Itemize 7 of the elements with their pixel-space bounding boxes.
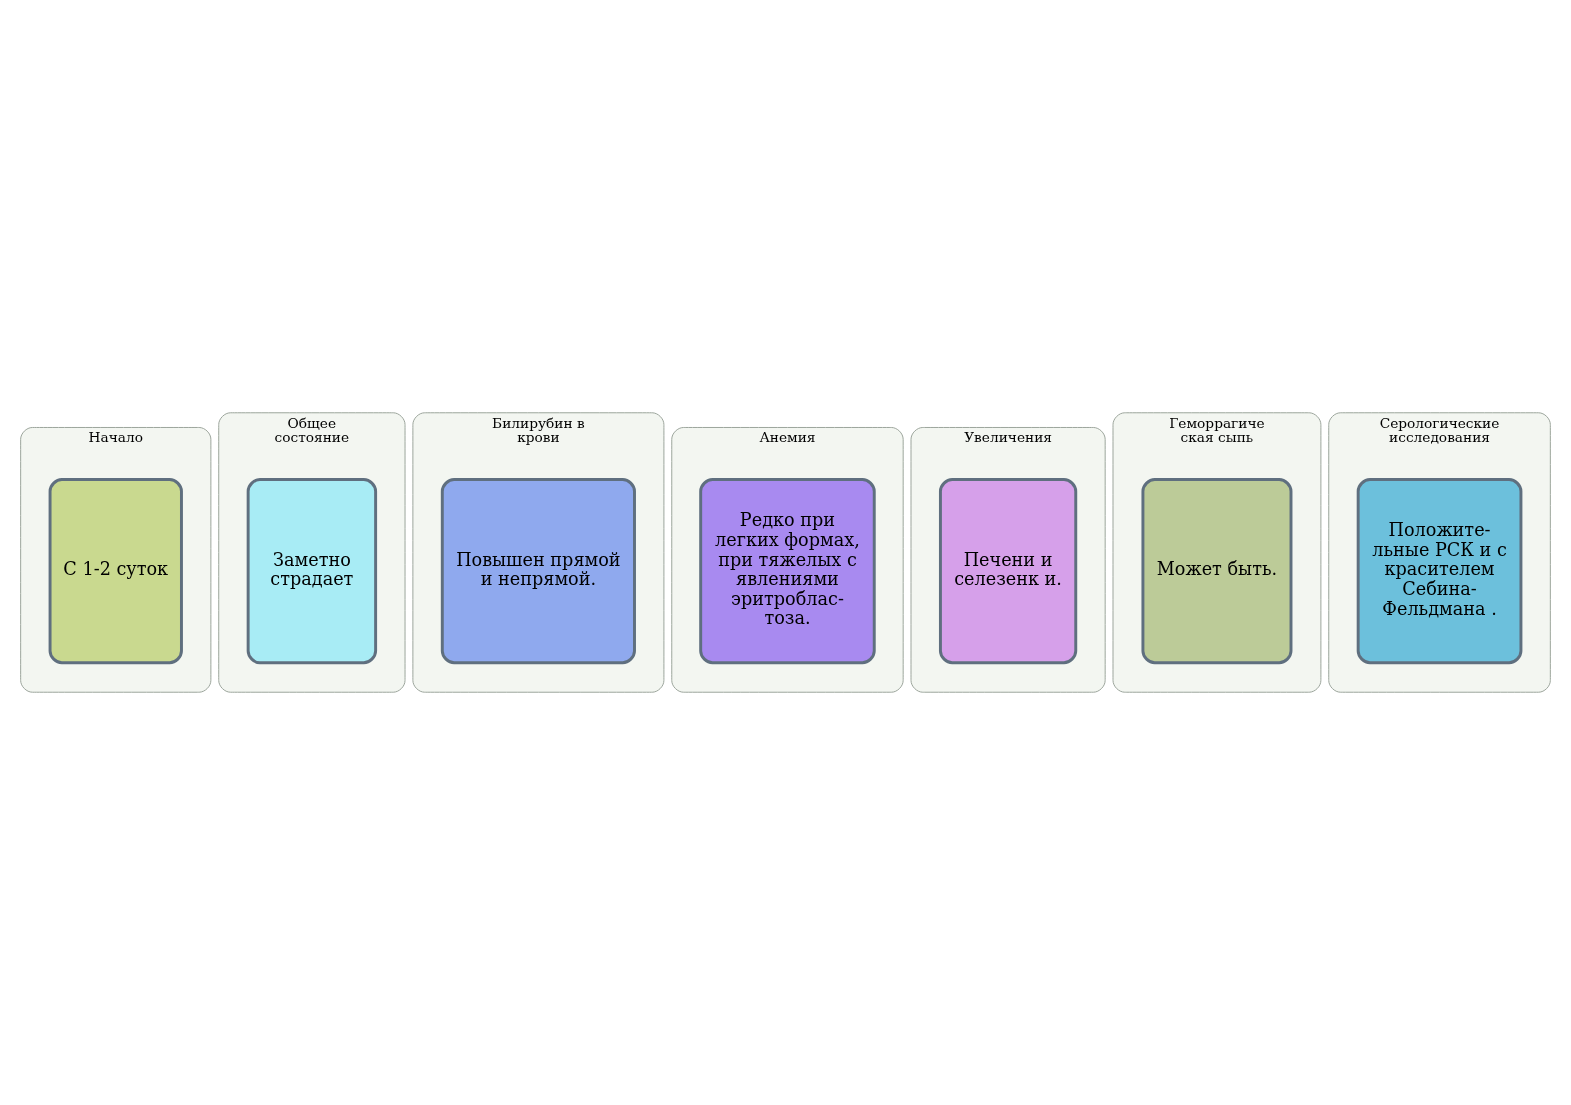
- node-box: Может быть.: [1141, 477, 1293, 665]
- node-box: Печени и селезенк и.: [938, 477, 1078, 665]
- node-box: Положите- льные РСК и с красителем Себина- Фельдмана .: [1356, 477, 1523, 665]
- node-box: Заметно страдает: [246, 477, 378, 665]
- node-box: Редко при легких формах, при тяжелых с явлениями эритроблас- тоза.: [699, 477, 876, 665]
- node-box: С 1-2 суток: [48, 477, 183, 665]
- node-box: Повышен прямой и непрямой.: [440, 477, 636, 665]
